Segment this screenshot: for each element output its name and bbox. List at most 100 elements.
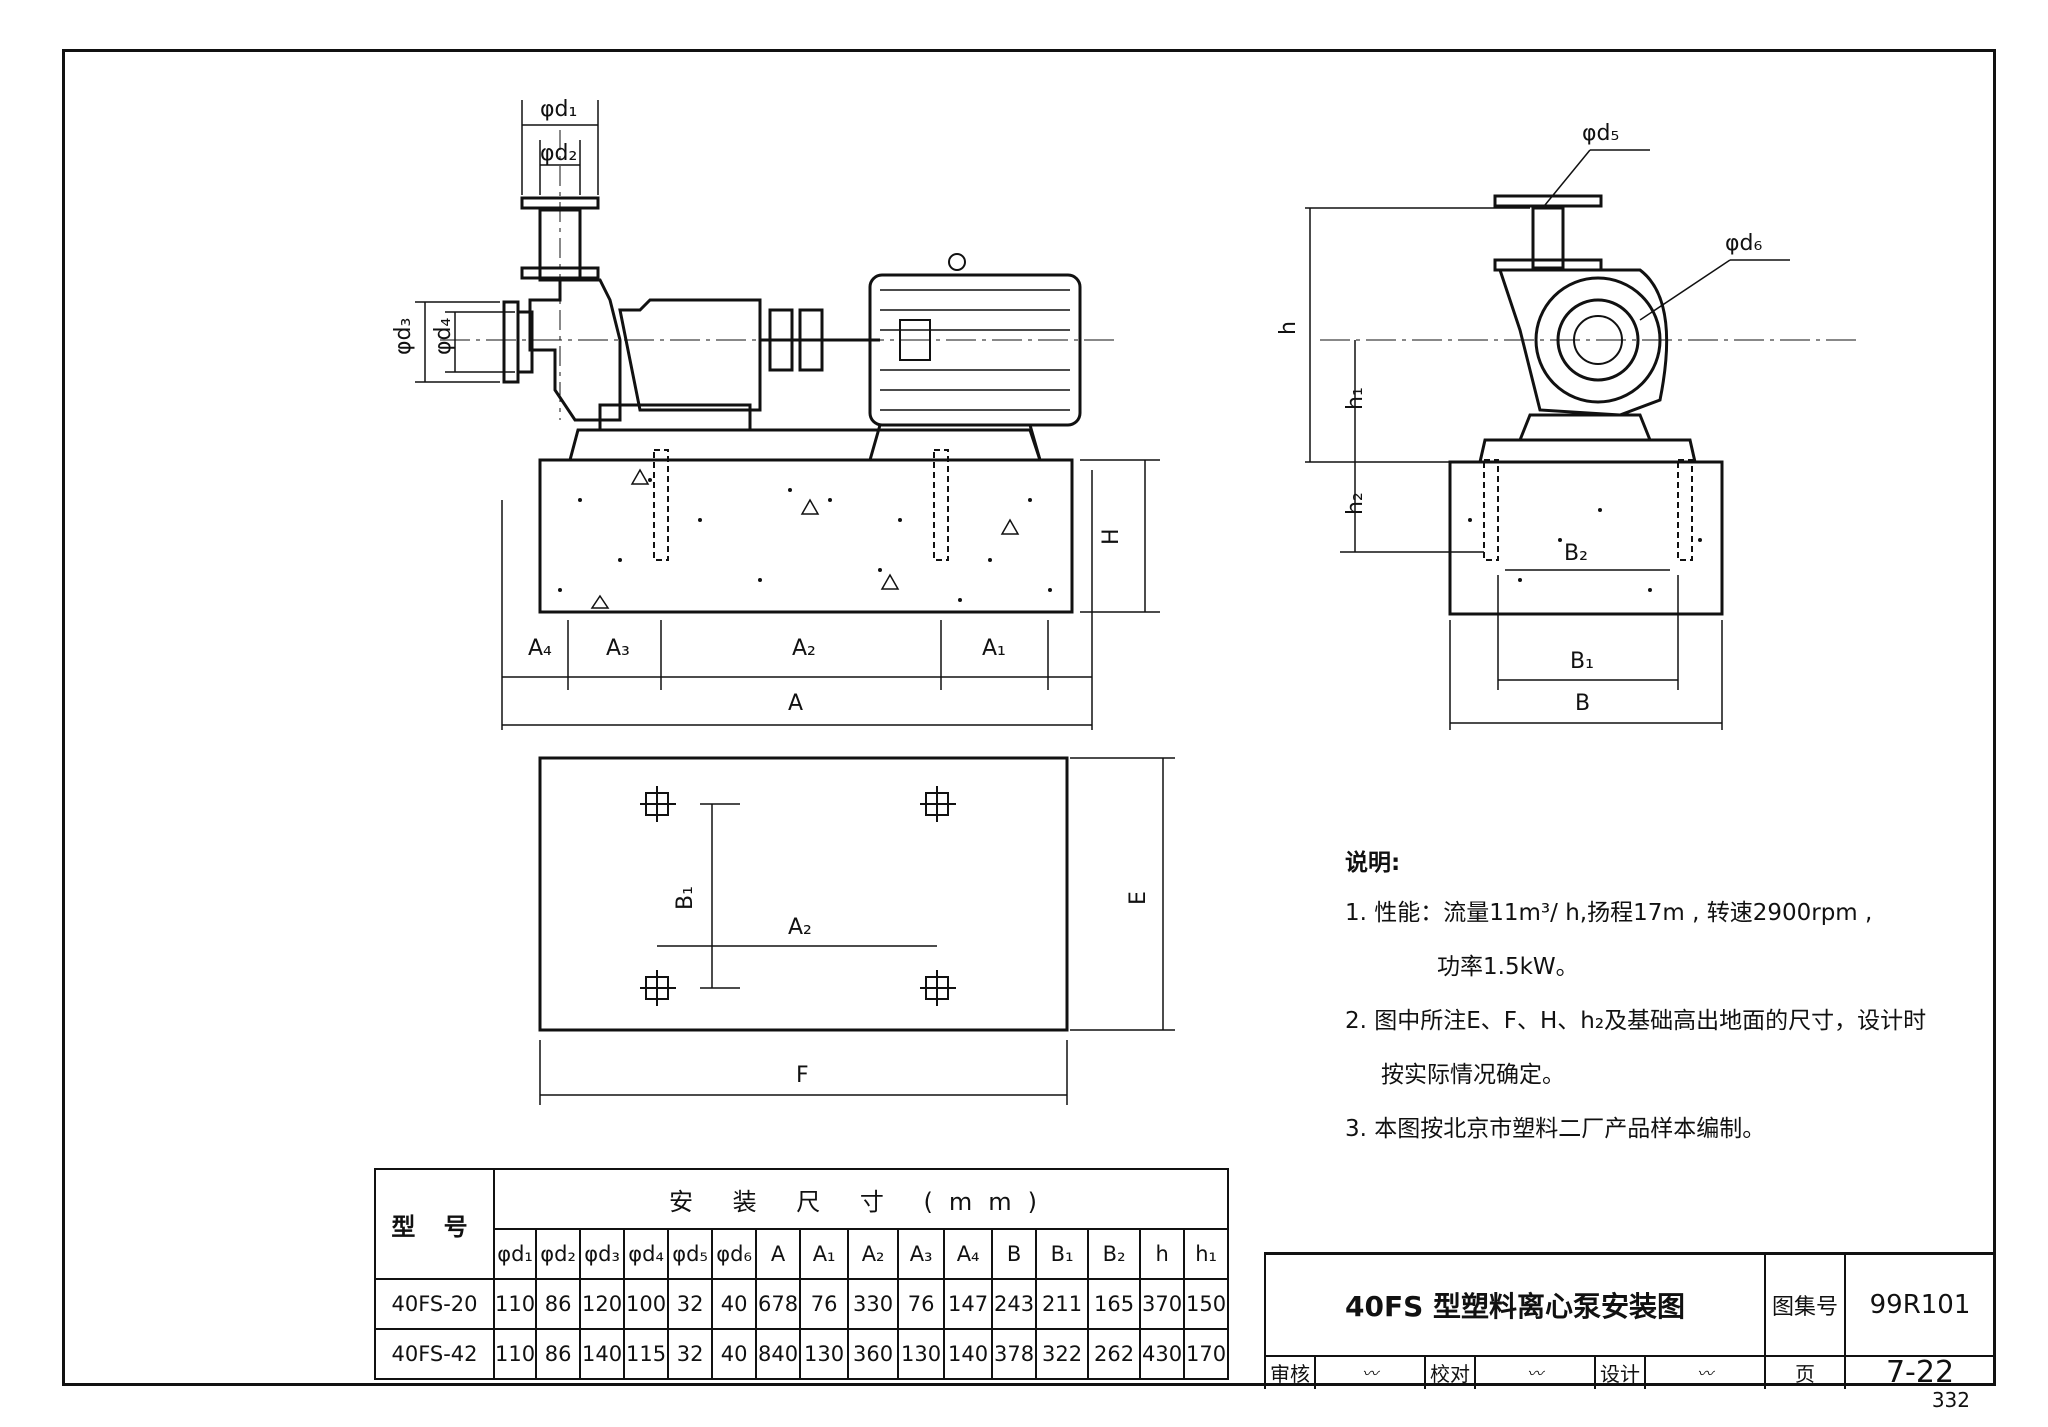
review-label: 审核 bbox=[1264, 1355, 1314, 1389]
note-2-line1: 2. 图中所注E、F、H、h₂及基础高出地面的尺寸，设计时 bbox=[1345, 1008, 1927, 1034]
col-header: φd₄ bbox=[623, 1228, 670, 1280]
cell: 130 bbox=[897, 1328, 946, 1380]
label-H: H bbox=[1099, 528, 1124, 545]
cell: 86 bbox=[535, 1328, 582, 1380]
table-model-header: 型 号 bbox=[374, 1168, 495, 1280]
label-plan-A2: A₂ bbox=[788, 915, 812, 940]
col-header: φd₅ bbox=[667, 1228, 714, 1280]
cell: 76 bbox=[799, 1278, 850, 1330]
label-F: F bbox=[796, 1063, 809, 1088]
row-model: 40FS-20 bbox=[374, 1278, 495, 1330]
page-label: 页 bbox=[1764, 1355, 1844, 1389]
label-A: A bbox=[788, 691, 803, 716]
cell: 40 bbox=[711, 1278, 758, 1330]
label-d4: φd₄ bbox=[431, 318, 456, 355]
cell: 115 bbox=[623, 1328, 670, 1380]
cell: 147 bbox=[943, 1278, 994, 1330]
foundation-side bbox=[1448, 460, 1724, 616]
cell: 130 bbox=[799, 1328, 850, 1380]
label-h1: h₁ bbox=[1343, 387, 1368, 410]
cell: 140 bbox=[943, 1328, 994, 1380]
label-d5: φd₅ bbox=[1582, 121, 1619, 146]
cell: 110 bbox=[492, 1328, 538, 1380]
check-signature: 〰 bbox=[1474, 1355, 1594, 1389]
col-header: B₂ bbox=[1087, 1228, 1142, 1280]
cell: 430 bbox=[1139, 1328, 1186, 1380]
col-header: h bbox=[1139, 1228, 1186, 1280]
label-B1: B₁ bbox=[1570, 649, 1594, 674]
cell: 378 bbox=[991, 1328, 1038, 1380]
cell: 100 bbox=[623, 1278, 670, 1330]
col-header: φd₃ bbox=[579, 1228, 626, 1280]
cell: 330 bbox=[847, 1278, 900, 1330]
cell: 32 bbox=[667, 1328, 714, 1380]
cell: 150 bbox=[1183, 1278, 1230, 1330]
col-header: h₁ bbox=[1183, 1228, 1230, 1280]
label-plan-B1: B₁ bbox=[673, 886, 698, 910]
drawing-frame bbox=[62, 49, 1996, 1386]
label-A4: A₄ bbox=[528, 636, 552, 661]
label-E: E bbox=[1126, 891, 1151, 905]
review-signature: 〰 bbox=[1314, 1355, 1424, 1389]
table-column-headers: φd₁ φd₂ φd₃ φd₄ φd₅ φd₆ A A₁ A₂ A₃ A₄ B … bbox=[375, 1228, 1230, 1280]
label-A1: A₁ bbox=[982, 636, 1006, 661]
table-row: 40FS-42 110 86 140 115 32 40 840 130 360… bbox=[374, 1328, 1230, 1380]
sheet-number: 332 bbox=[1931, 1388, 1970, 1412]
label-d3: φd₃ bbox=[391, 318, 416, 355]
page-number: 7-22 bbox=[1844, 1355, 1994, 1390]
col-header: A bbox=[755, 1228, 802, 1280]
cell: 360 bbox=[847, 1328, 900, 1380]
label-A2: A₂ bbox=[792, 636, 816, 661]
col-header: B bbox=[991, 1228, 1038, 1280]
cell: 76 bbox=[897, 1278, 946, 1330]
col-header: A₄ bbox=[943, 1228, 994, 1280]
label-h: h bbox=[1276, 321, 1301, 335]
col-header: φd₂ bbox=[535, 1228, 582, 1280]
cell: 110 bbox=[492, 1278, 538, 1330]
col-header: φd₁ bbox=[492, 1228, 538, 1280]
title-block: 40FS 型塑料离心泵安装图 图集号 99R101 审核 〰 校对 〰 设计 〰… bbox=[1264, 1252, 1996, 1390]
col-header: B₁ bbox=[1035, 1228, 1090, 1280]
check-label: 校对 bbox=[1424, 1355, 1474, 1389]
label-h2: h₂ bbox=[1343, 492, 1368, 515]
cell: 140 bbox=[579, 1328, 626, 1380]
cell: 243 bbox=[991, 1278, 1038, 1330]
design-label: 设计 bbox=[1594, 1355, 1644, 1389]
cell: 322 bbox=[1035, 1328, 1090, 1380]
foundation-plan bbox=[538, 756, 1069, 1032]
cell: 211 bbox=[1035, 1278, 1090, 1330]
atlas-number: 99R101 bbox=[1844, 1255, 1994, 1355]
cell: 840 bbox=[755, 1328, 802, 1380]
cell: 262 bbox=[1087, 1328, 1142, 1380]
cell: 120 bbox=[579, 1278, 626, 1330]
col-header: φd₆ bbox=[711, 1228, 758, 1280]
cell: 678 bbox=[755, 1278, 802, 1330]
dimension-table: 型 号 安 装 尺 寸 (mm) φd₁ φd₂ φd₃ φd₄ φd₅ φd₆… bbox=[374, 1168, 1230, 1380]
atlas-label: 图集号 bbox=[1764, 1255, 1844, 1355]
cell: 40 bbox=[711, 1328, 758, 1380]
cell: 165 bbox=[1087, 1278, 1142, 1330]
cell: 370 bbox=[1139, 1278, 1186, 1330]
label-B2: B₂ bbox=[1564, 541, 1588, 566]
row-model: 40FS-42 bbox=[374, 1328, 495, 1380]
label-d2: φd₂ bbox=[540, 141, 577, 166]
drawing-title: 40FS 型塑料离心泵安装图 bbox=[1264, 1255, 1764, 1355]
note-3: 3. 本图按北京市塑料二厂产品样本编制。 bbox=[1345, 1116, 1766, 1142]
table-group-header: 安 装 尺 寸 (mm) bbox=[492, 1168, 1230, 1230]
label-A3: A₃ bbox=[606, 636, 630, 661]
note-1-line1: 1. 性能：流量11m³/ h,扬程17m , 转速2900rpm , bbox=[1345, 900, 1873, 926]
col-header: A₃ bbox=[897, 1228, 946, 1280]
col-header: A₁ bbox=[799, 1228, 850, 1280]
cell: 170 bbox=[1183, 1328, 1230, 1380]
col-header: A₂ bbox=[847, 1228, 900, 1280]
note-1-line2: 功率1.5kW。 bbox=[1437, 954, 1579, 980]
notes-heading: 说明: bbox=[1345, 850, 1401, 876]
cell: 32 bbox=[667, 1278, 714, 1330]
notes-block: 说明: 1. 性能：流量11m³/ h,扬程17m , 转速2900rpm , … bbox=[1345, 836, 1945, 1156]
foundation-front bbox=[538, 458, 1074, 614]
cell: 86 bbox=[535, 1278, 582, 1330]
label-d6: φd₆ bbox=[1725, 231, 1762, 256]
table-row: 40FS-20 110 86 120 100 32 40 678 76 330 … bbox=[374, 1278, 1230, 1330]
label-d1: φd₁ bbox=[540, 97, 577, 122]
